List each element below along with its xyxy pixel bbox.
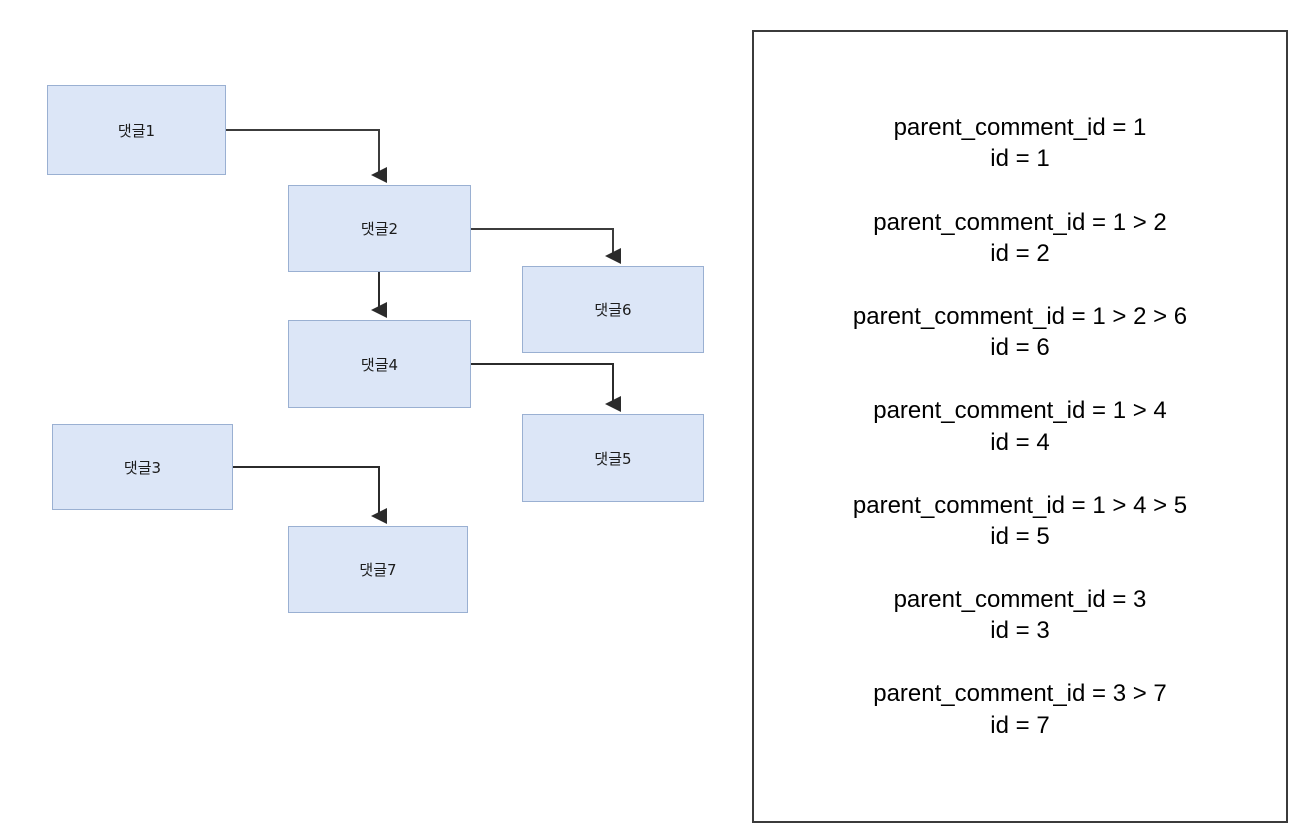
node-label: 댓글1 (117, 121, 156, 140)
legend-path: parent_comment_id = 1 > 2 (873, 208, 1167, 236)
node-label: 댓글4 (360, 355, 399, 374)
legend-id: id = 7 (990, 711, 1050, 739)
edge-n4-n5 (471, 363, 621, 412)
legend-id: id = 1 (990, 145, 1050, 173)
legend-entry: parent_comment_id = 1 > 4 id = 4 (754, 395, 1286, 457)
node-label: 댓글6 (594, 301, 632, 319)
edge-n3-n7 (233, 466, 387, 524)
edge-n1-n2 (226, 129, 387, 183)
legend-entry: parent_comment_id = 3 > 7 id = 7 (754, 678, 1286, 740)
node-label: 댓글2 (360, 220, 399, 238)
node-comment-3[interactable]: 댓글3 (52, 424, 233, 510)
legend-entry: parent_comment_id = 1 > 4 > 5 id = 5 (754, 490, 1286, 552)
node-comment-4[interactable]: 댓글4 (288, 320, 471, 408)
legend-path: parent_comment_id = 3 > 7 (873, 680, 1167, 708)
node-comment-7[interactable]: 댓글7 (288, 526, 468, 613)
node-label: 댓글7 (359, 561, 397, 579)
legend-entry: parent_comment_id = 1 > 2 id = 2 (754, 207, 1286, 269)
legend-entry: parent_comment_id = 3 id = 3 (754, 584, 1286, 646)
legend-id: id = 4 (990, 428, 1050, 456)
legend-entry: parent_comment_id = 1 id = 1 (754, 112, 1286, 174)
node-comment-1[interactable]: 댓글1 (47, 85, 226, 175)
legend-path: parent_comment_id = 3 (893, 586, 1147, 614)
legend-path: parent_comment_id = 1 > 2 > 6 (852, 302, 1188, 330)
node-label: 댓글5 (594, 449, 632, 468)
legend-id: id = 6 (990, 334, 1050, 362)
legend-id: id = 3 (990, 617, 1050, 645)
legend-path: parent_comment_id = 1 > 4 > 5 (852, 491, 1188, 519)
parent-comment-id-legend-panel: parent_comment_id = 1 id = 1 parent_comm… (752, 30, 1288, 823)
node-comment-2[interactable]: 댓글2 (288, 185, 471, 272)
legend-id: id = 5 (990, 522, 1050, 550)
node-label: 댓글3 (123, 458, 162, 477)
legend-path: parent_comment_id = 1 (893, 114, 1147, 142)
legend-entry: parent_comment_id = 1 > 2 > 6 id = 6 (754, 301, 1286, 363)
legend-id: id = 2 (990, 239, 1050, 267)
legend-path: parent_comment_id = 1 > 4 (873, 397, 1167, 425)
edge-n2-n6 (471, 228, 621, 264)
node-comment-5[interactable]: 댓글5 (522, 414, 704, 502)
node-comment-6[interactable]: 댓글6 (522, 266, 704, 353)
comment-tree-diagram: 댓글1 댓글2 댓글6 댓글4 댓글5 댓글3 댓글7 (47, 85, 704, 613)
